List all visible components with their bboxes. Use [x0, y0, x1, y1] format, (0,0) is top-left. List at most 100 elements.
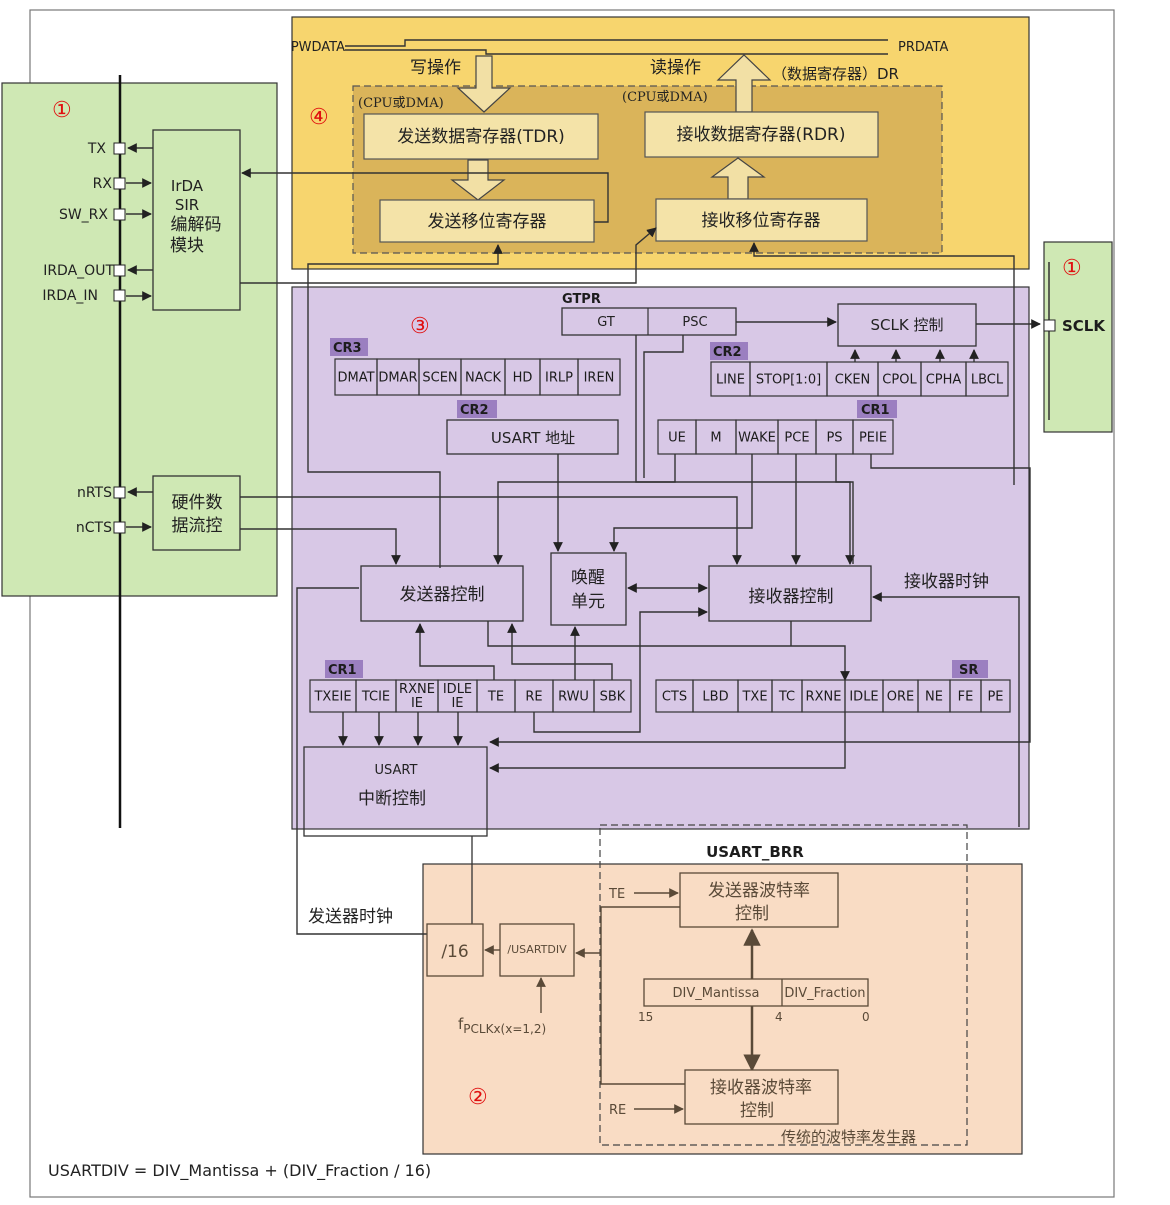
cr2-row-cell — [965, 361, 1009, 397]
bit-4-label: 4 — [775, 1010, 783, 1024]
pin-rx: RX — [93, 176, 126, 192]
gtpr-gt: GT — [597, 315, 615, 330]
rx-baud-control-block — [684, 1069, 839, 1125]
read-op-chevron — [716, 54, 772, 113]
cr1b-row-bit-label: TCIE — [361, 690, 390, 705]
rx-control-label: 接收器控制 — [749, 587, 834, 607]
region-3-control — [291, 286, 1030, 830]
usart-brr-dashed — [599, 824, 968, 1146]
cr2-row-bit-label: LINE — [716, 373, 745, 388]
sr-row-bit-label: LBD — [702, 690, 728, 705]
interrupt-label-1: USART — [375, 763, 418, 778]
cr3-row-cell — [577, 358, 621, 396]
gtpr-label: GTPR — [562, 292, 601, 307]
marker-4: ④ — [309, 105, 329, 130]
marker-1-left: ① — [52, 98, 72, 123]
usartdiv-block — [499, 923, 575, 977]
cr3-label: CR3 — [333, 341, 362, 356]
wakeup-unit-block — [550, 552, 627, 626]
pin-tx-label: TX — [87, 141, 107, 157]
cr3-row-bit-label: SCEN — [422, 371, 457, 386]
cr1a-row-bit-label: M — [710, 431, 721, 446]
pin-irda-out: IRDA_OUT — [43, 263, 126, 279]
div16-block — [426, 923, 484, 977]
pin-sw-rx-label: SW_RX — [59, 207, 108, 223]
sr-row-bit-label: IDLE — [849, 690, 878, 705]
shift-to-rdr-chevron — [710, 157, 766, 200]
sr-row-bit-label: PE — [987, 690, 1003, 705]
div-fraction-label: DIV_Fraction — [784, 986, 865, 1001]
write-op-label: 写操作 — [410, 58, 461, 78]
cr2-row-bit-label: CPHA — [926, 373, 962, 388]
cr3-row-bit-label: DMAR — [378, 371, 417, 386]
cr2-label-bg-a — [710, 342, 748, 360]
hw-flow-control-block — [152, 475, 241, 551]
sr-row-cell — [980, 679, 1011, 713]
irda-codec-block — [152, 129, 241, 311]
cr2-label-b: CR2 — [460, 403, 489, 418]
pin-ncts: nCTS — [76, 520, 126, 536]
pin-irda-in: IRDA_IN — [42, 288, 126, 304]
pin-irda-out-label: IRDA_OUT — [43, 263, 114, 279]
cr1b-row-bit-label: TXEIE — [313, 690, 351, 705]
sr-row-bit-label: NE — [925, 690, 943, 705]
div-register — [643, 978, 869, 1007]
pin-rx-label: RX — [93, 176, 113, 192]
cr1-label-bg-a — [857, 400, 897, 418]
cr1a-row-bit-label: UE — [668, 431, 686, 446]
cr2-row-bit-label: CPOL — [882, 373, 917, 388]
pin-nrts: nRTS — [77, 485, 126, 501]
sr-row-bit-label: TC — [778, 690, 795, 705]
div16-label: /16 — [441, 942, 468, 962]
sclk-control-label: SCLK 控制 — [871, 316, 944, 334]
sr-row-bit-label: TXE — [741, 690, 767, 705]
sr-row-bit-label: ORE — [887, 690, 914, 705]
usart-brr-label: USART_BRR — [706, 843, 804, 861]
rx-baud-label-2: 控制 — [740, 1101, 774, 1121]
wakeup-label-1: 唤醒 — [571, 568, 605, 588]
sr-label-bg — [952, 660, 988, 678]
tx-control-block — [360, 565, 524, 622]
tx-baud-control-block — [679, 872, 839, 928]
flow-label-2: 据流控 — [172, 516, 223, 536]
tdr-block — [363, 113, 599, 160]
prdata-label: PRDATA — [898, 40, 948, 55]
rx-baud-label-1: 接收器波特率 — [710, 1078, 812, 1098]
rx-control-block — [708, 565, 872, 622]
bit-0-label: 0 — [862, 1010, 870, 1024]
gtpr-psc: PSC — [682, 315, 707, 330]
pin-tx: TX — [87, 141, 126, 157]
tx-baud-label-2: 控制 — [735, 904, 769, 924]
cr1a-row-bit-label: PS — [826, 431, 842, 446]
usartdiv-label: /USARTDIV — [507, 943, 567, 956]
rx-shift-register — [655, 198, 868, 242]
pin-irda-in-label: IRDA_IN — [42, 288, 98, 304]
cr3-row-bit-label: IRLP — [545, 371, 573, 386]
cpu-dma-label-2: (CPU或DMA) — [622, 90, 708, 105]
re-input-label: RE — [609, 1103, 626, 1118]
cr1b-row-bit-label: SBK — [600, 690, 626, 705]
bit-15-label: 15 — [638, 1010, 653, 1024]
cr1a-row-bit-label: PCE — [784, 431, 809, 446]
irda-label-1: IrDA — [171, 177, 204, 195]
cpu-dma-label-1: (CPU或DMA) — [358, 96, 444, 111]
tdr-label: 发送数据寄存器(TDR) — [397, 127, 565, 147]
cr1b-row-bit-label: TE — [487, 690, 504, 705]
sr-row-bit-label: RXNE — [806, 690, 842, 705]
cr1a-row-bit-label: PEIE — [859, 431, 887, 446]
cr3-row-bit-label: DMAT — [337, 371, 374, 386]
sr-label: SR — [959, 663, 978, 678]
fpclk-label: fPCLKx(x=1,2) — [458, 1015, 546, 1036]
cr2-label-bg-b — [457, 400, 497, 418]
cr1b-row-bit-label: RE — [525, 690, 542, 705]
pin-sclk: SCLK — [1043, 317, 1106, 335]
outer-frame — [29, 9, 1115, 1198]
pin-sw-rx: SW_RX — [59, 207, 126, 223]
